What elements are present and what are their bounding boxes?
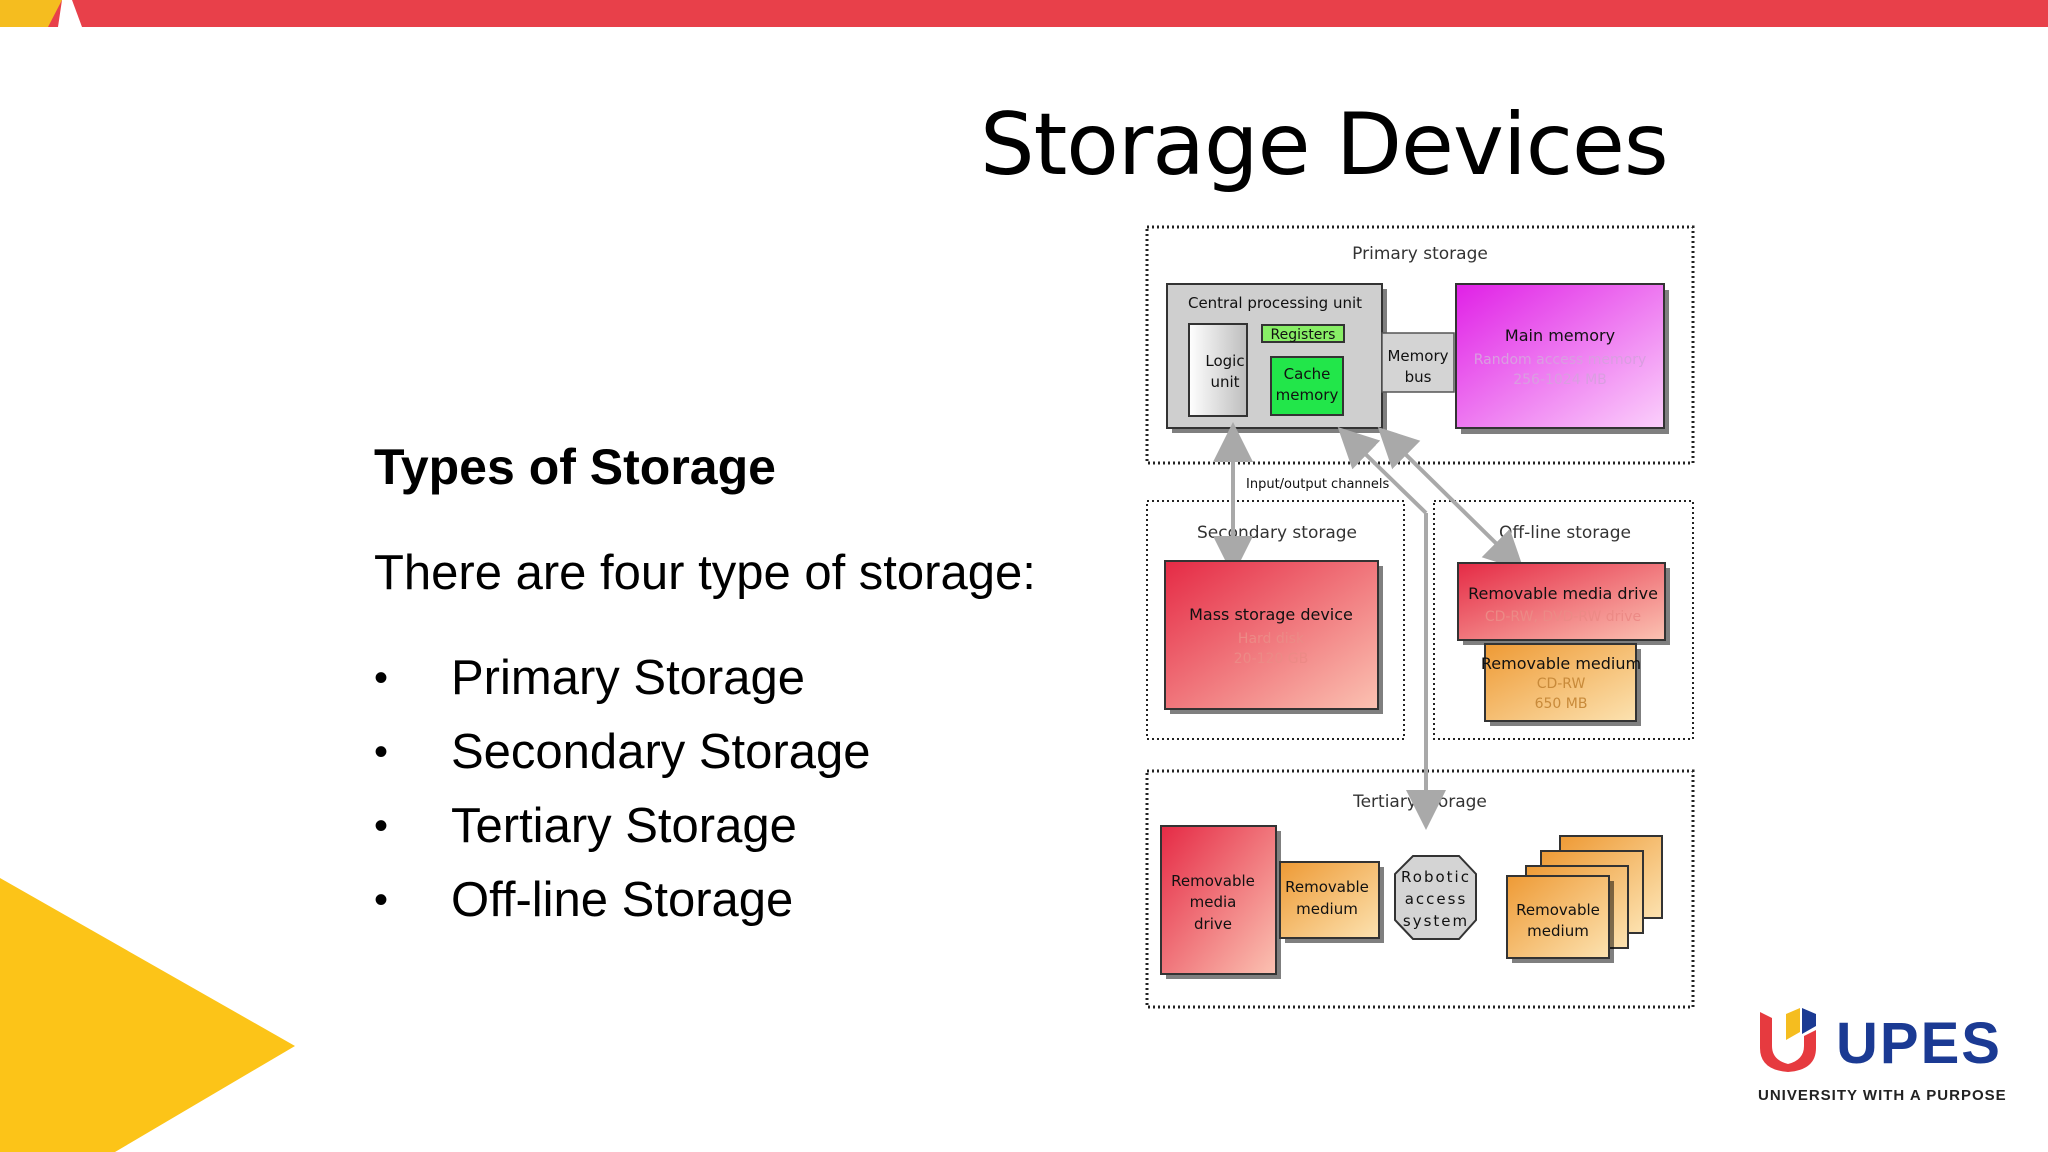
tertiary-medium-label: Removable [1285,878,1369,896]
registers-box [1261,324,1345,343]
logic-unit-label-2: unit [1210,373,1239,391]
bullet-item: • Tertiary Storage [374,796,797,856]
cache-memory-label: Cache [1284,365,1331,383]
top-accent-gap [58,0,82,27]
tertiary-medium-label-2: medium [1296,900,1358,918]
stacked-medium-label: Removable [1516,901,1600,919]
bullet-text: Primary Storage [451,651,806,705]
tertiary-storage-label: Tertiary storage [1352,792,1487,812]
robotic-access-label: Robotic [1401,868,1471,886]
bullet-dot: • [374,804,389,848]
logic-unit-box [1188,323,1248,417]
intro-text: There are four type of storage: [374,546,1036,600]
cache-memory-box [1270,356,1344,416]
tertiary-drive-label: Removable [1171,872,1255,890]
offline-medium-size: 650 MB [1535,696,1588,712]
tertiary-storage-frame [1145,769,1695,1009]
top-banner [0,0,2048,27]
mass-storage-type: Hard disk [1238,631,1305,647]
main-memory-type: Random access memory [1474,352,1647,368]
offline-storage-frame [1433,500,1694,740]
robotic-access-label-2: access [1405,890,1468,908]
slide-title: Storage Devices [980,95,1669,195]
offline-medium-type: CD-RW [1537,676,1586,692]
secondary-storage-label: Secondary storage [1197,523,1357,543]
memory-bus-box [1381,332,1455,393]
offline-storage-label: Off-line storage [1499,523,1631,543]
mass-storage-title: Mass storage device [1189,605,1353,624]
primary-storage-label: Primary storage [1352,244,1488,264]
offline-medium-title: Removable medium [1481,654,1641,673]
secondary-storage-frame [1146,500,1405,740]
bullet-item: • Off-line Storage [374,870,793,930]
bullet-dot: • [374,656,389,700]
top-red-bar [0,0,2048,27]
memory-bus-label: Memory [1387,347,1448,365]
robotic-access-octagon [1394,855,1477,940]
tertiary-drive-box [1160,825,1277,975]
upes-tagline: UNIVERSITY WITH A PURPOSE [1758,1087,2007,1104]
stacked-medium-label-2: medium [1527,922,1589,940]
upes-logo-text: UPES [1836,1011,2002,1076]
stacked-medium-front [1506,875,1610,959]
logic-unit-label: Logic [1205,352,1244,370]
offline-medium-box [1484,643,1637,722]
bullet-text: Off-line Storage [451,873,794,927]
tertiary-drive-label-3: drive [1194,915,1232,933]
bullet-item: • Secondary Storage [374,722,871,782]
io-channels-label: Input/output channels [1246,477,1389,492]
memory-bus-label-2: bus [1405,368,1432,386]
tertiary-medium-box [1279,861,1380,939]
mass-storage-box [1164,560,1379,710]
offline-drive-box [1457,562,1666,641]
bullet-text: Tertiary Storage [451,799,797,853]
main-memory-title: Main memory [1505,326,1615,345]
offline-drive-subtitle: CD-RW, DVD-RW drive [1485,609,1641,625]
top-yellow-accent [0,0,62,27]
corner-yellow-triangle [0,878,295,1152]
tertiary-drive-label-2: media [1190,893,1237,911]
registers-label: Registers [1271,327,1336,343]
bullet-text: Secondary Storage [451,725,871,779]
storage-diagram: Primary storage Secondary storage Off-li… [1145,225,1695,1009]
upes-logo-icon [1760,1008,1816,1072]
cache-memory-label-2: memory [1276,386,1339,404]
mass-storage-size: 20-120 GB [1234,651,1309,667]
cpu-label: Central processing unit [1188,294,1362,312]
bullet-dot: • [374,878,389,922]
bullet-dot: • [374,730,389,774]
offline-drive-title: Removable media drive [1468,584,1658,603]
main-memory-box [1455,283,1665,429]
section-heading: Types of Storage [374,439,776,495]
io-arrow-offline [1377,426,1525,572]
bullet-item: • Primary Storage [374,648,805,708]
main-memory-size: 256-1024 MB [1513,372,1607,388]
robotic-access-label-3: system [1403,912,1469,930]
